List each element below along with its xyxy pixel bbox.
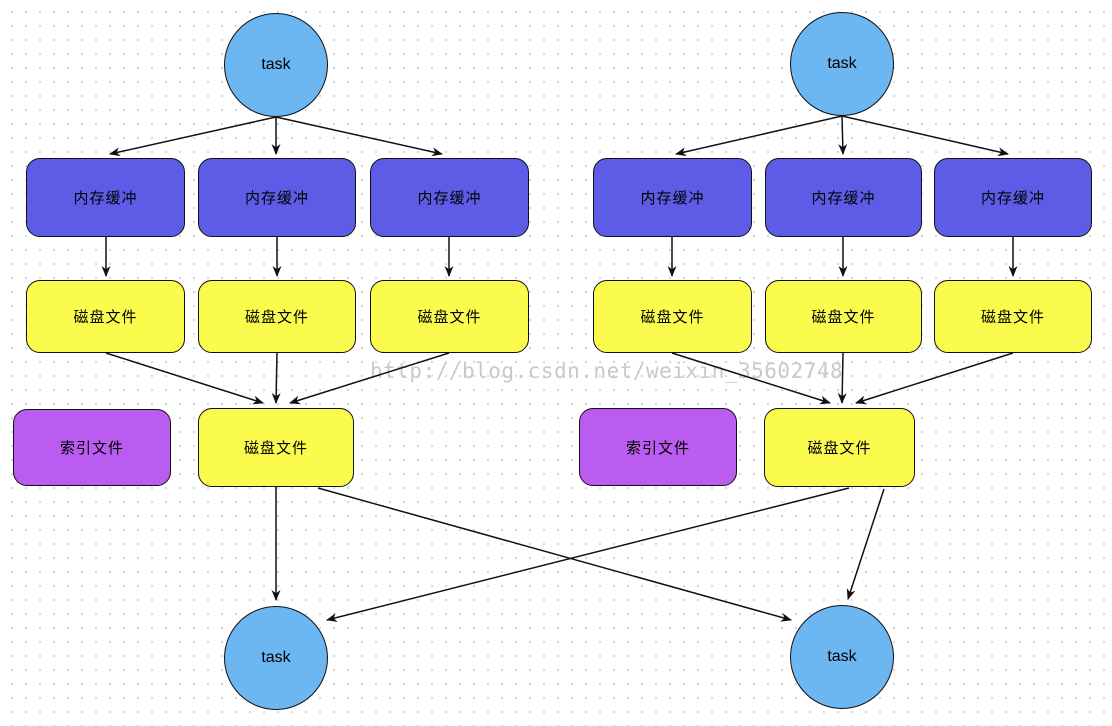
arrow (838, 115, 848, 155)
memory-buffer-node: 内存缓冲 (198, 158, 356, 237)
disk-file-node: 磁盘文件 (26, 280, 185, 353)
arrow (275, 116, 443, 157)
arrow (289, 352, 450, 405)
task-node-top-right: task (790, 12, 894, 116)
arrow (846, 488, 885, 600)
merged-disk-file-node: 磁盘文件 (198, 408, 354, 487)
disk-file-node: 磁盘文件 (934, 280, 1092, 353)
arrow (855, 352, 1014, 405)
index-file-node: 索引文件 (13, 409, 171, 486)
arrow (317, 487, 792, 622)
arrow (271, 352, 281, 404)
arrow (671, 352, 831, 405)
arrow (326, 487, 850, 622)
task-node-bottom-left: task (224, 606, 328, 710)
disk-file-node: 磁盘文件 (593, 280, 752, 353)
watermark: http://blog.csdn.net/weixin_35602748 (370, 359, 844, 383)
disk-file-node: 磁盘文件 (765, 280, 922, 353)
index-file-node: 索引文件 (579, 408, 737, 486)
memory-buffer-node: 内存缓冲 (765, 158, 922, 237)
arrow (109, 116, 277, 157)
arrow (837, 352, 847, 404)
memory-buffer-node: 内存缓冲 (934, 158, 1092, 237)
arrow (105, 352, 264, 405)
arrow (675, 115, 843, 157)
memory-buffer-node: 内存缓冲 (593, 158, 752, 237)
disk-file-node: 磁盘文件 (370, 280, 529, 353)
memory-buffer-node: 内存缓冲 (26, 158, 185, 237)
arrow (841, 115, 1009, 157)
merged-disk-file-node: 磁盘文件 (764, 408, 915, 487)
memory-buffer-node: 内存缓冲 (370, 158, 529, 237)
disk-file-node: 磁盘文件 (198, 280, 356, 353)
task-node-bottom-right: task (790, 605, 894, 709)
task-node-top-left: task (224, 13, 328, 117)
